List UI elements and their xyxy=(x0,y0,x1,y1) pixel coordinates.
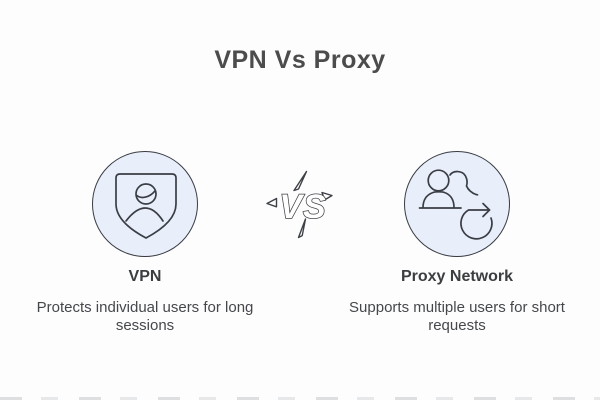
vs-spark-left-icon xyxy=(266,197,278,208)
page-title: VPN Vs Proxy xyxy=(214,46,386,74)
proxy-network-label: Proxy Network xyxy=(400,268,514,285)
vs-bolt-bottom xyxy=(297,218,307,239)
shield-user-icon xyxy=(115,173,177,239)
users-refresh-icon xyxy=(418,169,493,240)
vpn-circle xyxy=(92,151,198,257)
vpn-description: Protects individual users for long sessi… xyxy=(36,299,254,334)
vs-badge: VS xyxy=(255,157,347,249)
vpn-label: VPN xyxy=(128,268,162,285)
vs-spark-right-icon xyxy=(321,191,333,201)
proxy-network-description: Supports multiple users for short reques… xyxy=(349,299,565,334)
vs-bolt-top xyxy=(293,170,308,192)
cutoff-artifact-strip xyxy=(0,397,600,400)
proxy-circle xyxy=(404,151,510,257)
vs-label: VS xyxy=(279,188,326,226)
